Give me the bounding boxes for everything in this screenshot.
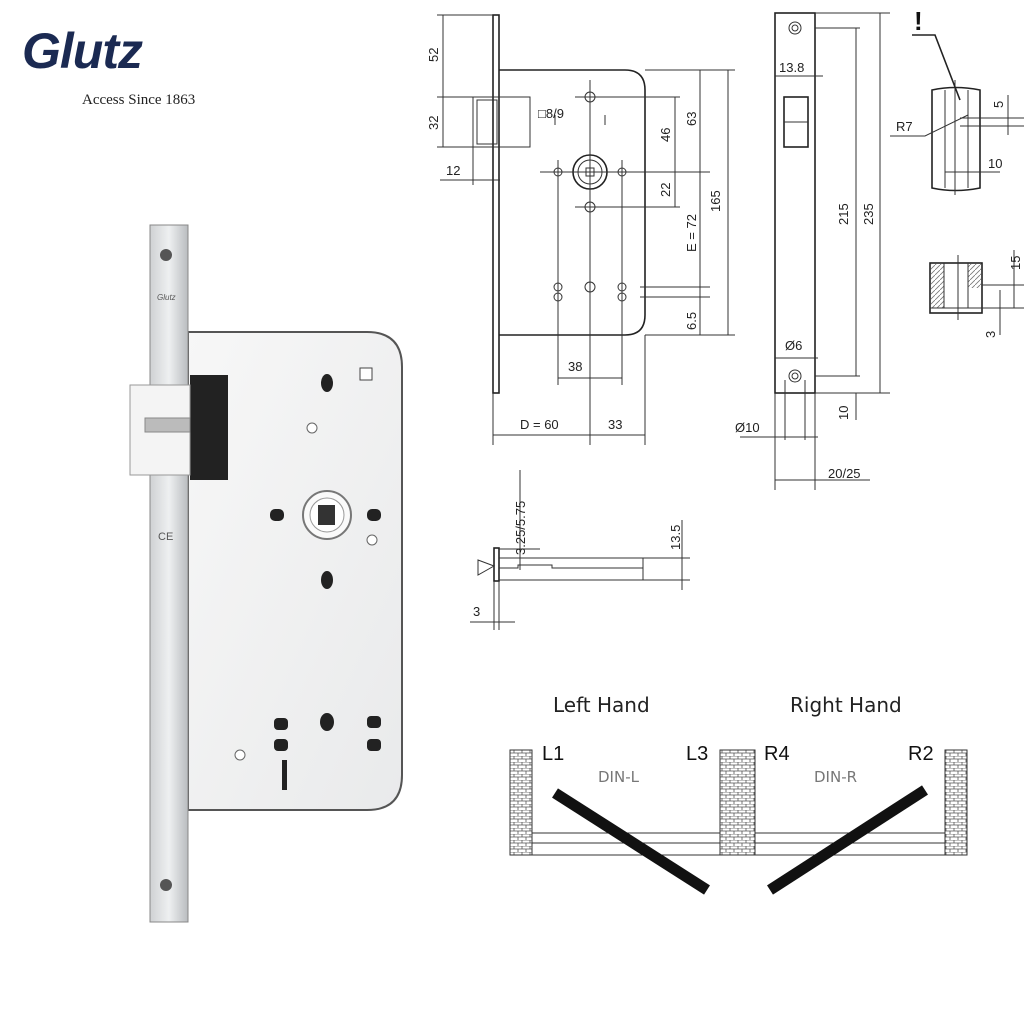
faceplate	[149, 224, 189, 923]
dim-5: 5	[991, 101, 1006, 108]
latch-recess	[190, 375, 228, 480]
dim-13-5: 13.5	[668, 525, 683, 550]
warning-mark: !	[914, 6, 923, 36]
dim-r7: R7	[896, 119, 913, 134]
latch-drawing: 3.25/5.75 13.5 3	[470, 470, 690, 630]
lock-case	[187, 331, 403, 811]
dim-32: 32	[426, 116, 441, 130]
dim-d60: D = 60	[520, 417, 559, 432]
left-hand-title: Left Hand	[553, 693, 650, 717]
front-view-drawing: 52 32 12 □8/9 46 63 22 E = 72 165 6.5 38…	[426, 14, 735, 445]
label-l3: L3	[686, 743, 708, 765]
spindle-square	[318, 505, 335, 525]
dim-latch-3: 3	[473, 604, 480, 619]
dim-10: 10	[836, 406, 851, 420]
brand-logo: Glutz	[22, 23, 143, 79]
lock-photo: Glutz CE	[129, 224, 403, 923]
faceplate-drawing: 13.8 215 235 Ø6 10 Ø10 20/25	[735, 12, 890, 490]
handing-diagram: Left Hand Right Hand L1 L3 R4 R2 DIN-L D…	[509, 693, 968, 895]
right-hand-title: Right Hand	[790, 693, 902, 717]
dim-63: 63	[684, 112, 699, 126]
label-r4: R4	[764, 743, 790, 765]
dim-22: 22	[658, 183, 673, 197]
dim-38: 38	[568, 359, 582, 374]
dim-52: 52	[426, 48, 441, 62]
dim-46: 46	[658, 128, 673, 142]
brand-tagline: Access Since 1863	[82, 92, 196, 108]
dim-13-8: 13.8	[779, 60, 804, 75]
screw-hole-top	[160, 249, 172, 261]
dim-detail-10: 10	[988, 156, 1002, 171]
label-din-r: DIN-R	[814, 768, 857, 786]
dim-20-25: 20/25	[828, 466, 861, 481]
label-din-l: DIN-L	[598, 768, 640, 786]
dim-15: 15	[1008, 256, 1023, 270]
dim-215: 215	[836, 203, 851, 225]
label-r2: R2	[908, 743, 934, 765]
dim-33: 33	[608, 417, 622, 432]
detail-drawing: ! R7 5 10 15 3	[890, 6, 1024, 338]
dim-dia10: Ø10	[735, 420, 760, 435]
faceplate-mark: Glutz	[157, 293, 176, 302]
dim-6-5: 6.5	[684, 312, 699, 330]
dim-spindle: □8/9	[538, 106, 564, 121]
dim-235: 235	[861, 203, 876, 225]
dim-165: 165	[708, 190, 723, 212]
label-l1: L1	[542, 743, 564, 765]
dim-e72: E = 72	[684, 214, 699, 252]
screw-hole-bottom	[160, 879, 172, 891]
ce-mark: CE	[158, 531, 173, 543]
dim-12: 12	[446, 163, 460, 178]
dim-3: 3	[983, 331, 998, 338]
dim-3-25-5-75: 3.25/5.75	[513, 501, 528, 555]
dim-dia6: Ø6	[785, 338, 802, 353]
